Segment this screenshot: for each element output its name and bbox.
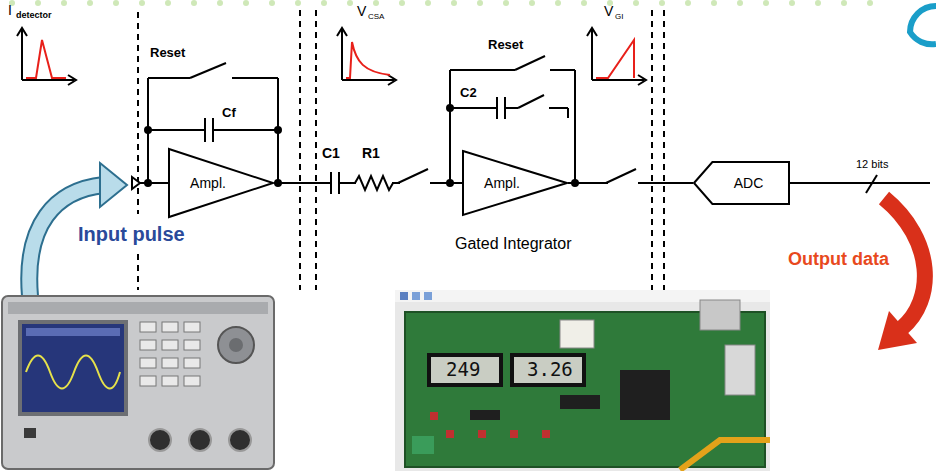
meter-reading: 249	[446, 359, 480, 380]
capacitor-symbol	[330, 172, 332, 194]
node-label: Ampl.	[484, 175, 520, 191]
node-shape	[694, 162, 789, 204]
wire-mask	[608, 176, 638, 188]
input-wire	[132, 177, 168, 189]
signal-name: V	[604, 4, 613, 19]
bus-width: 12 bits	[856, 158, 888, 170]
component-label: Cf	[222, 106, 236, 120]
callout-text: Input pulse	[78, 223, 185, 245]
switch-label: Reset	[150, 46, 185, 60]
resistor-symbol	[355, 176, 393, 190]
block-name: Gated Integrator	[455, 235, 572, 253]
switch-symbol	[398, 169, 428, 183]
wire-mask	[356, 174, 392, 192]
meter-reading: 3.26	[527, 359, 573, 380]
node-label: ADC	[734, 175, 764, 191]
signal-subscript: CSA	[368, 13, 384, 22]
signal-plots	[17, 28, 646, 85]
amplifier-symbol: Ampl.	[168, 148, 274, 218]
callout-text: Output data	[788, 250, 889, 270]
capacitor-symbol	[338, 172, 340, 194]
output-bus	[790, 175, 930, 193]
readout-board	[395, 290, 770, 471]
amplifier-symbol: Ampl.	[462, 150, 568, 216]
node-shape	[169, 149, 273, 217]
signal-subscript: detector	[16, 11, 52, 21]
output-arrow	[878, 198, 925, 350]
component-label: C1	[322, 146, 340, 161]
switch-label: Reset	[488, 38, 523, 52]
signal-name: I	[8, 3, 12, 18]
logo-mark	[910, 6, 936, 44]
node-label: Ampl.	[190, 175, 226, 191]
section-dividers	[138, 10, 664, 290]
signal-name: V	[357, 4, 366, 19]
signal-subscript: GI	[615, 13, 623, 22]
component-label: R1	[362, 146, 380, 161]
wire-mask	[400, 176, 430, 188]
switch-symbol	[606, 169, 636, 183]
node-shape	[463, 151, 567, 215]
wire-mask	[332, 178, 338, 188]
adc-symbol: ADC	[693, 161, 790, 205]
component-label: C2	[460, 86, 477, 100]
header-dots	[9, 0, 873, 6]
function-generator	[2, 296, 274, 469]
